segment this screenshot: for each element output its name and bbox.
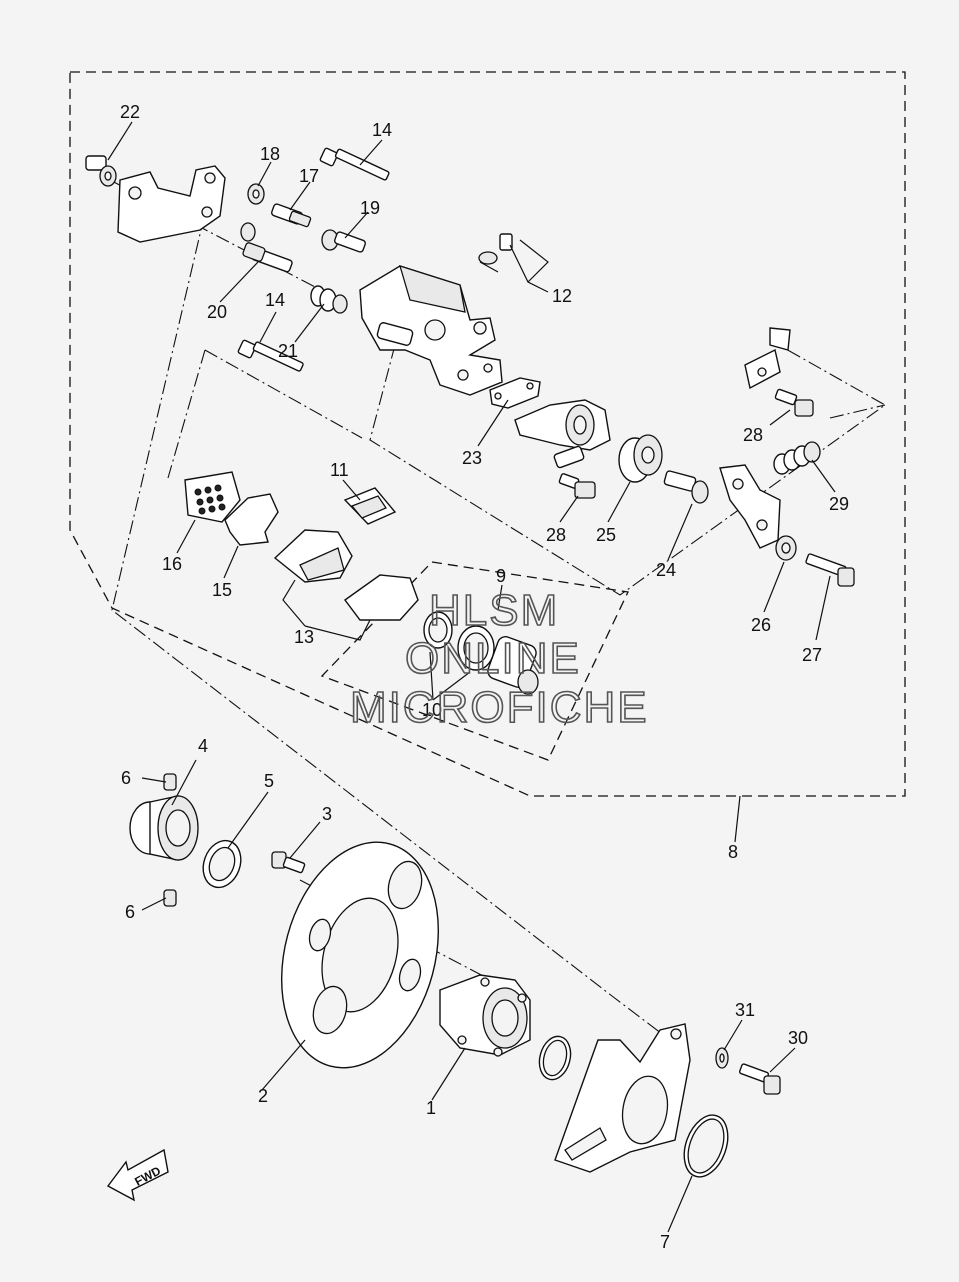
callout-14-lower: 14 [265,290,285,310]
callout-5: 5 [264,771,274,791]
callout-8: 8 [728,842,738,862]
callout-23: 23 [462,448,482,468]
watermark-line-1: HLSM [429,586,559,635]
callout-7: 7 [660,1232,670,1252]
callout-31: 31 [735,1000,755,1020]
callout-28-upper: 28 [743,425,763,445]
bolt-3 [271,851,306,874]
callout-25: 25 [596,525,616,545]
watermark-line-2: ONLINE [405,634,581,683]
piston-seals-9-10 [423,611,539,695]
callout-3: 3 [322,804,332,824]
bleed-screw-12 [478,233,513,273]
callout-6-bottom: 6 [125,902,135,922]
pin-17 [270,203,312,228]
callout-26: 26 [751,615,771,635]
set-screw-6-bottom [163,889,177,907]
callout-12: 12 [552,286,572,306]
watermark-line-3: MICROFICHE [350,683,649,732]
callout-20: 20 [207,302,227,322]
callout-9: 9 [496,566,506,586]
leader-lines [107,121,836,1233]
callout-27: 27 [802,645,822,665]
o-ring [538,1035,572,1081]
hub-adapter-4 [129,795,199,861]
callout-17: 17 [299,166,319,186]
part-numbers: 1 2 3 4 5 6 6 7 8 9 10 11 12 13 14 14 15… [120,102,849,1252]
pad-shim-15 [224,493,279,546]
brake-disc-2 [280,841,440,1069]
bushing-22 [85,155,117,187]
bolt-30 [738,1063,781,1095]
hub-1 [439,974,531,1057]
lever-bracket [744,327,791,390]
nut-26 [775,535,797,561]
callout-30: 30 [788,1028,808,1048]
callout-24: 24 [656,560,676,580]
bolt-28-upper [774,388,814,417]
callout-29: 29 [829,494,849,514]
caliper-bracket [117,165,226,243]
boot-21 [310,285,348,314]
callout-28-lower: 28 [546,525,566,545]
shim-11 [343,487,397,525]
shim-5 [202,839,242,889]
callout-10: 10 [422,700,442,720]
callout-15: 15 [212,580,232,600]
callout-4: 4 [198,736,208,756]
callout-6-top: 6 [121,768,131,788]
bolt-27 [805,553,855,587]
callout-11: 11 [330,460,349,480]
callout-21: 21 [278,341,298,361]
brake-pads-13 [273,529,419,621]
callout-2: 2 [258,1086,268,1106]
master-cylinder [514,399,611,469]
pin-19 [321,229,367,253]
caliper-mount-plate [554,1023,691,1173]
bolt-28-lower [558,473,596,499]
callout-16: 16 [162,554,182,574]
fwd-arrow-icon: FWD [106,1148,169,1202]
callout-18: 18 [260,144,280,164]
callout-22: 22 [120,102,140,122]
pin-24 [663,470,709,504]
callout-19: 19 [360,198,380,218]
spring-29 [773,441,821,475]
caliper-body [359,265,503,396]
callout-1: 1 [426,1098,436,1118]
callout-13: 13 [294,627,314,647]
pad-insulator-16 [184,471,241,523]
watermark: HLSM ONLINE MICROFICHE [349,585,649,733]
o-ring-7 [683,1114,729,1178]
pin-20 [240,222,293,273]
brake-lever [719,464,781,549]
washer-18 [247,183,265,205]
washer-31 [715,1047,729,1069]
callout-14-top: 14 [372,120,392,140]
bolt-14-lower [237,339,304,372]
roller-25 [618,434,663,483]
alignment-lines [109,169,887,1041]
caliper-assembly-boundary [69,71,906,797]
bolt-14-top [319,147,390,181]
gasket-23 [489,377,541,409]
